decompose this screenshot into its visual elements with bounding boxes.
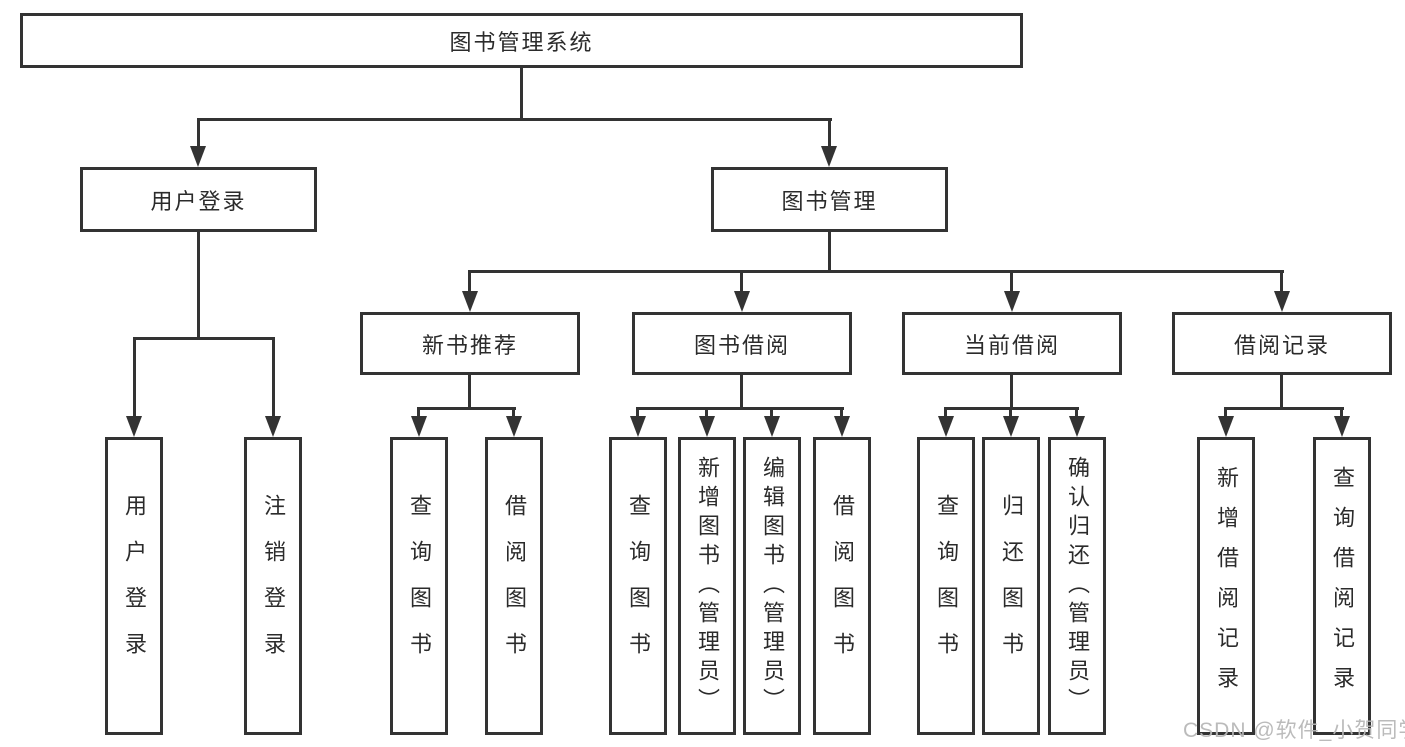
- arrow-down-icon: [1274, 291, 1290, 312]
- connector-line-v: [197, 232, 200, 337]
- arrow-down-icon: [938, 416, 954, 437]
- connector-line-h: [1224, 407, 1344, 410]
- leaf-recommend-query-books: 查询图书: [390, 437, 448, 735]
- connector-line-v: [636, 407, 639, 419]
- node-new-book-recommend: 新书推荐: [360, 312, 580, 375]
- connector-line-h: [417, 407, 516, 410]
- arrow-down-icon: [834, 416, 850, 437]
- connector-line-v: [520, 68, 523, 118]
- connector-line-v: [512, 407, 515, 419]
- csdn-watermark: CSDN @软件_小贺同学: [1183, 719, 1405, 742]
- arrow-down-icon: [411, 416, 427, 437]
- connector-line-v: [468, 375, 471, 407]
- arrow-down-icon: [821, 146, 837, 167]
- connector-line-v: [1280, 375, 1283, 407]
- node-book-management: 图书管理: [711, 167, 948, 232]
- connector-line-h: [197, 118, 832, 121]
- arrow-down-icon: [764, 416, 780, 437]
- arrow-down-icon: [126, 416, 142, 437]
- leaf-record-query: 查询借阅记录: [1313, 437, 1371, 735]
- connector-line-v: [828, 232, 831, 270]
- connector-line-v: [417, 407, 420, 419]
- connector-line-v: [840, 407, 843, 419]
- leaf-borrow-query-books: 查询图书: [609, 437, 667, 735]
- connector-line-v: [1224, 407, 1227, 419]
- arrow-down-icon: [699, 416, 715, 437]
- arrow-down-icon: [1218, 416, 1234, 437]
- arrow-down-icon: [630, 416, 646, 437]
- leaf-borrow-edit-books-admin: 编辑图书（管理员）: [743, 437, 801, 735]
- connector-line-h: [133, 337, 275, 340]
- leaf-current-return-books: 归还图书: [982, 437, 1040, 735]
- connector-line-h: [468, 270, 1284, 273]
- connector-line-v: [1340, 407, 1343, 419]
- connector-line-v: [272, 337, 275, 417]
- connector-line-v: [468, 270, 471, 294]
- node-user-login: 用户登录: [80, 167, 317, 232]
- connector-line-v: [740, 375, 743, 407]
- node-current-borrow: 当前借阅: [902, 312, 1122, 375]
- connector-line-v: [828, 118, 831, 148]
- connector-line-v: [944, 407, 947, 419]
- node-book-borrow: 图书借阅: [632, 312, 852, 375]
- connector-line-v: [1010, 375, 1013, 407]
- connector-line-v: [1075, 407, 1078, 419]
- arrow-down-icon: [190, 146, 206, 167]
- node-root: 图书管理系统: [20, 13, 1023, 68]
- arrow-down-icon: [1003, 416, 1019, 437]
- arrow-down-icon: [1334, 416, 1350, 437]
- arrow-down-icon: [1004, 291, 1020, 312]
- node-borrow-record: 借阅记录: [1172, 312, 1392, 375]
- leaf-borrow-borrow-books: 借阅图书: [813, 437, 871, 735]
- connector-line-v: [197, 118, 200, 148]
- arrow-down-icon: [265, 416, 281, 437]
- connector-line-h: [636, 407, 844, 410]
- arrow-down-icon: [462, 291, 478, 312]
- leaf-user-login: 用户登录: [105, 437, 163, 735]
- arrow-down-icon: [506, 416, 522, 437]
- connector-line-v: [770, 407, 773, 419]
- connector-line-v: [1010, 270, 1013, 294]
- connector-line-v: [133, 337, 136, 417]
- leaf-current-query-books: 查询图书: [917, 437, 975, 735]
- connector-line-v: [705, 407, 708, 419]
- connector-line-v: [1009, 407, 1012, 419]
- connector-line-v: [1280, 270, 1283, 294]
- leaf-record-add: 新增借阅记录: [1197, 437, 1255, 735]
- connector-line-v: [740, 270, 743, 294]
- arrow-down-icon: [734, 291, 750, 312]
- leaf-borrow-add-books-admin: 新增图书（管理员）: [678, 437, 736, 735]
- leaf-recommend-borrow-books: 借阅图书: [485, 437, 543, 735]
- arrow-down-icon: [1069, 416, 1085, 437]
- leaf-current-confirm-return-admin: 确认归还（管理员）: [1048, 437, 1106, 735]
- leaf-logout: 注销登录: [244, 437, 302, 735]
